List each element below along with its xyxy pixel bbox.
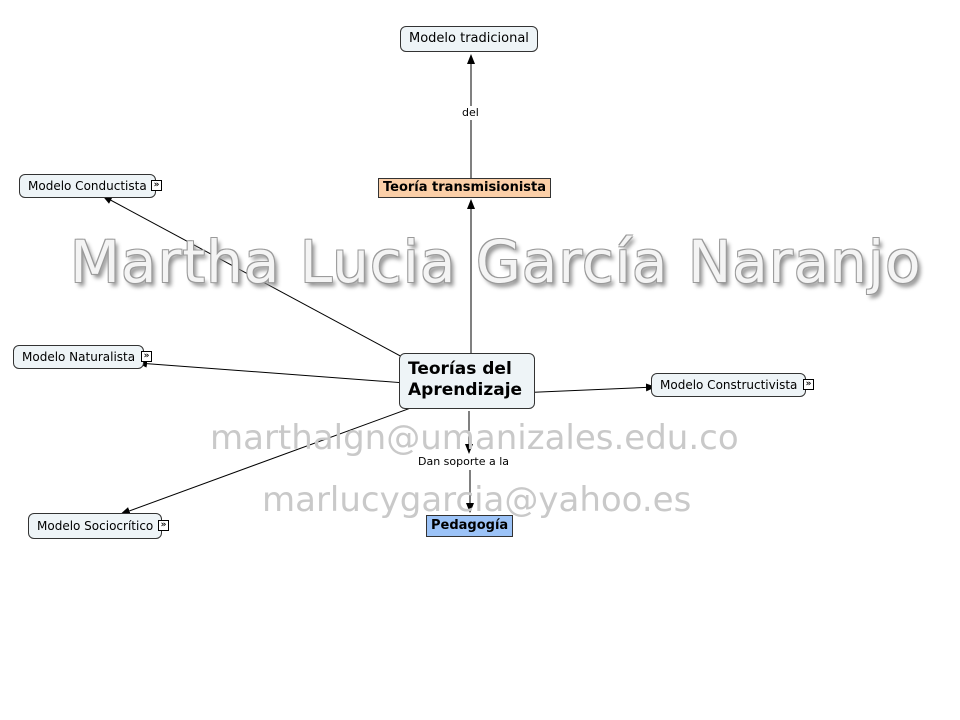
- node-modelo-sociocritico[interactable]: Modelo Sociocrítico: [28, 513, 163, 539]
- node-teoria-transmisionista[interactable]: Teoría transmisionista: [378, 178, 552, 198]
- node-teorias-del-aprendizaje[interactable]: Teorías del Aprendizaje: [399, 353, 535, 409]
- connector-center-sociocritico: [120, 397, 439, 515]
- resource-link-icon[interactable]: »: [151, 180, 162, 191]
- node-modelo-conductista[interactable]: Modelo Conductista: [19, 174, 156, 198]
- node-modelo-naturalista[interactable]: Modelo Naturalista: [13, 345, 145, 369]
- link-label-dan-soporte: Dan soporte a la: [416, 455, 511, 469]
- connector-center-naturalista: [137, 359, 433, 386]
- watermark-author-name: Martha Lucia García Naranjo: [70, 228, 922, 296]
- link-label-del: del: [462, 106, 479, 120]
- watermark-email-yahoo: marlucygarcia@yahoo.es: [262, 480, 692, 520]
- node-pedagogia[interactable]: Pedagogía: [426, 515, 514, 537]
- resource-link-icon[interactable]: »: [803, 379, 814, 390]
- resource-link-icon[interactable]: »: [141, 351, 152, 362]
- node-modelo-constructivista[interactable]: Modelo Constructivista: [651, 373, 807, 397]
- connector-center-conductista: [102, 195, 433, 374]
- resource-link-icon[interactable]: »: [158, 520, 169, 531]
- node-modelo-tradicional[interactable]: Modelo tradicional: [400, 26, 538, 52]
- watermark-email-umanizales: marthalgn@umanizales.edu.co: [210, 418, 739, 458]
